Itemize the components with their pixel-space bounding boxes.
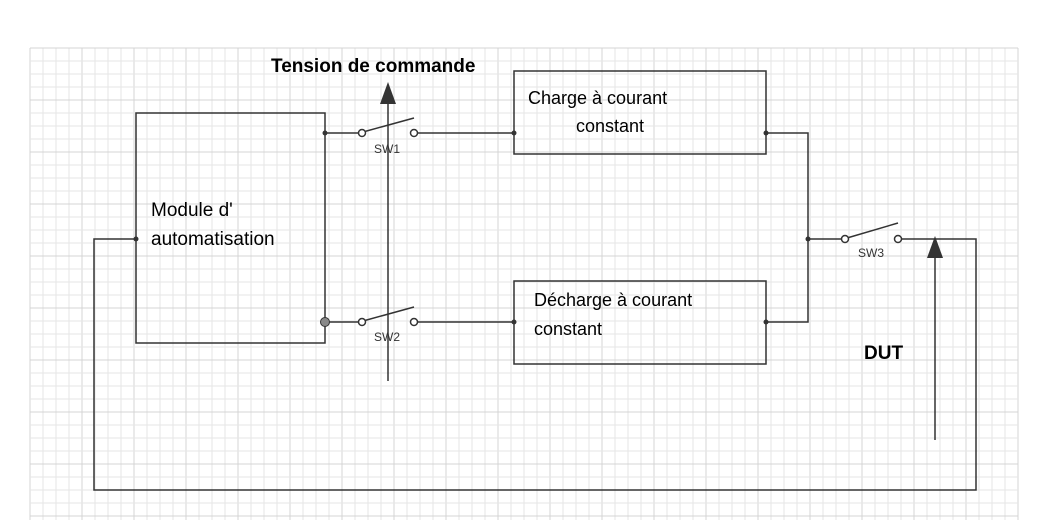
junction-dot bbox=[511, 130, 517, 136]
charge-load-label-line1: Charge à courant bbox=[528, 88, 668, 108]
automation-module-label-line1: Module d' bbox=[151, 200, 233, 221]
sw3-contact-left bbox=[840, 234, 850, 244]
junction-dot bbox=[322, 130, 328, 136]
junction-dot-large bbox=[320, 317, 330, 327]
junction-dot bbox=[805, 236, 811, 242]
junction-dot bbox=[511, 319, 517, 325]
sw3-label: SW3 bbox=[858, 246, 885, 260]
charge-load-block bbox=[513, 70, 767, 155]
sw2-contact-left bbox=[357, 317, 367, 327]
control-voltage-label: Tension de commande bbox=[271, 56, 476, 77]
discharge-load-label-line2: constant bbox=[534, 319, 603, 339]
sw3-blade bbox=[846, 222, 899, 239]
control-voltage-arrowhead bbox=[380, 82, 396, 104]
grid-background bbox=[29, 47, 1019, 520]
sw2-contact-right bbox=[409, 317, 419, 327]
dut-arrowhead bbox=[927, 236, 943, 258]
sw1-contact-left bbox=[357, 128, 367, 138]
wire-charge-junction bbox=[766, 132, 809, 323]
junction-dot bbox=[133, 236, 139, 242]
junction-dot bbox=[763, 130, 769, 136]
sw3-contact-right bbox=[893, 234, 903, 244]
automation-module-block bbox=[135, 112, 326, 344]
charge-load-label-line2: constant bbox=[576, 116, 645, 136]
sw1-label: SW1 bbox=[374, 142, 401, 156]
dut-label: DUT bbox=[864, 343, 904, 364]
sw1-contact-right bbox=[409, 128, 419, 138]
discharge-load-label-line1: Décharge à courant bbox=[534, 290, 693, 310]
sw2-label: SW2 bbox=[374, 330, 401, 344]
outer-loop-wire bbox=[93, 238, 977, 491]
junction-dot bbox=[763, 319, 769, 325]
automation-module-label-line2: automatisation bbox=[151, 229, 275, 250]
